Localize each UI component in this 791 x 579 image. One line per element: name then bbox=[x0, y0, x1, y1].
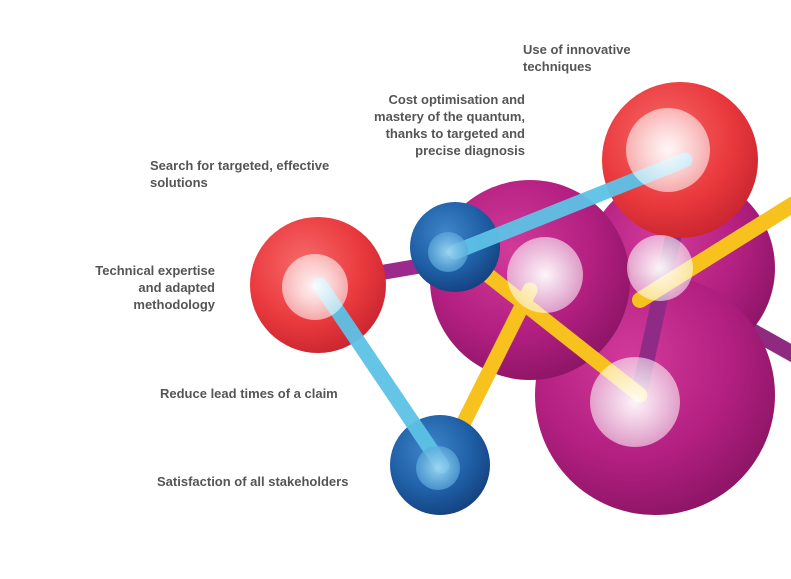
label-cost-optimisation: Cost optimisation and mastery of the qua… bbox=[374, 92, 525, 158]
label-technical-expertise: Technical expertise and adapted methodol… bbox=[95, 263, 215, 312]
core-magenta-large bbox=[590, 357, 680, 447]
label-innovative-techniques: Use of innovative techniques bbox=[523, 42, 631, 74]
bond-lightblue-left bbox=[312, 277, 450, 474]
core-blue-top bbox=[428, 232, 468, 272]
core-magenta-middle bbox=[507, 237, 583, 313]
core-red-left bbox=[282, 254, 348, 320]
core-magenta-back bbox=[627, 235, 693, 301]
core-red-top bbox=[626, 108, 710, 192]
label-targeted-solutions: Search for targeted, effective solutions bbox=[150, 158, 330, 190]
core-blue-bottom bbox=[416, 446, 460, 490]
label-reduce-lead-times: Reduce lead times of a claim bbox=[160, 386, 338, 401]
label-stakeholder-satisfaction: Satisfaction of all stakeholders bbox=[157, 474, 349, 489]
